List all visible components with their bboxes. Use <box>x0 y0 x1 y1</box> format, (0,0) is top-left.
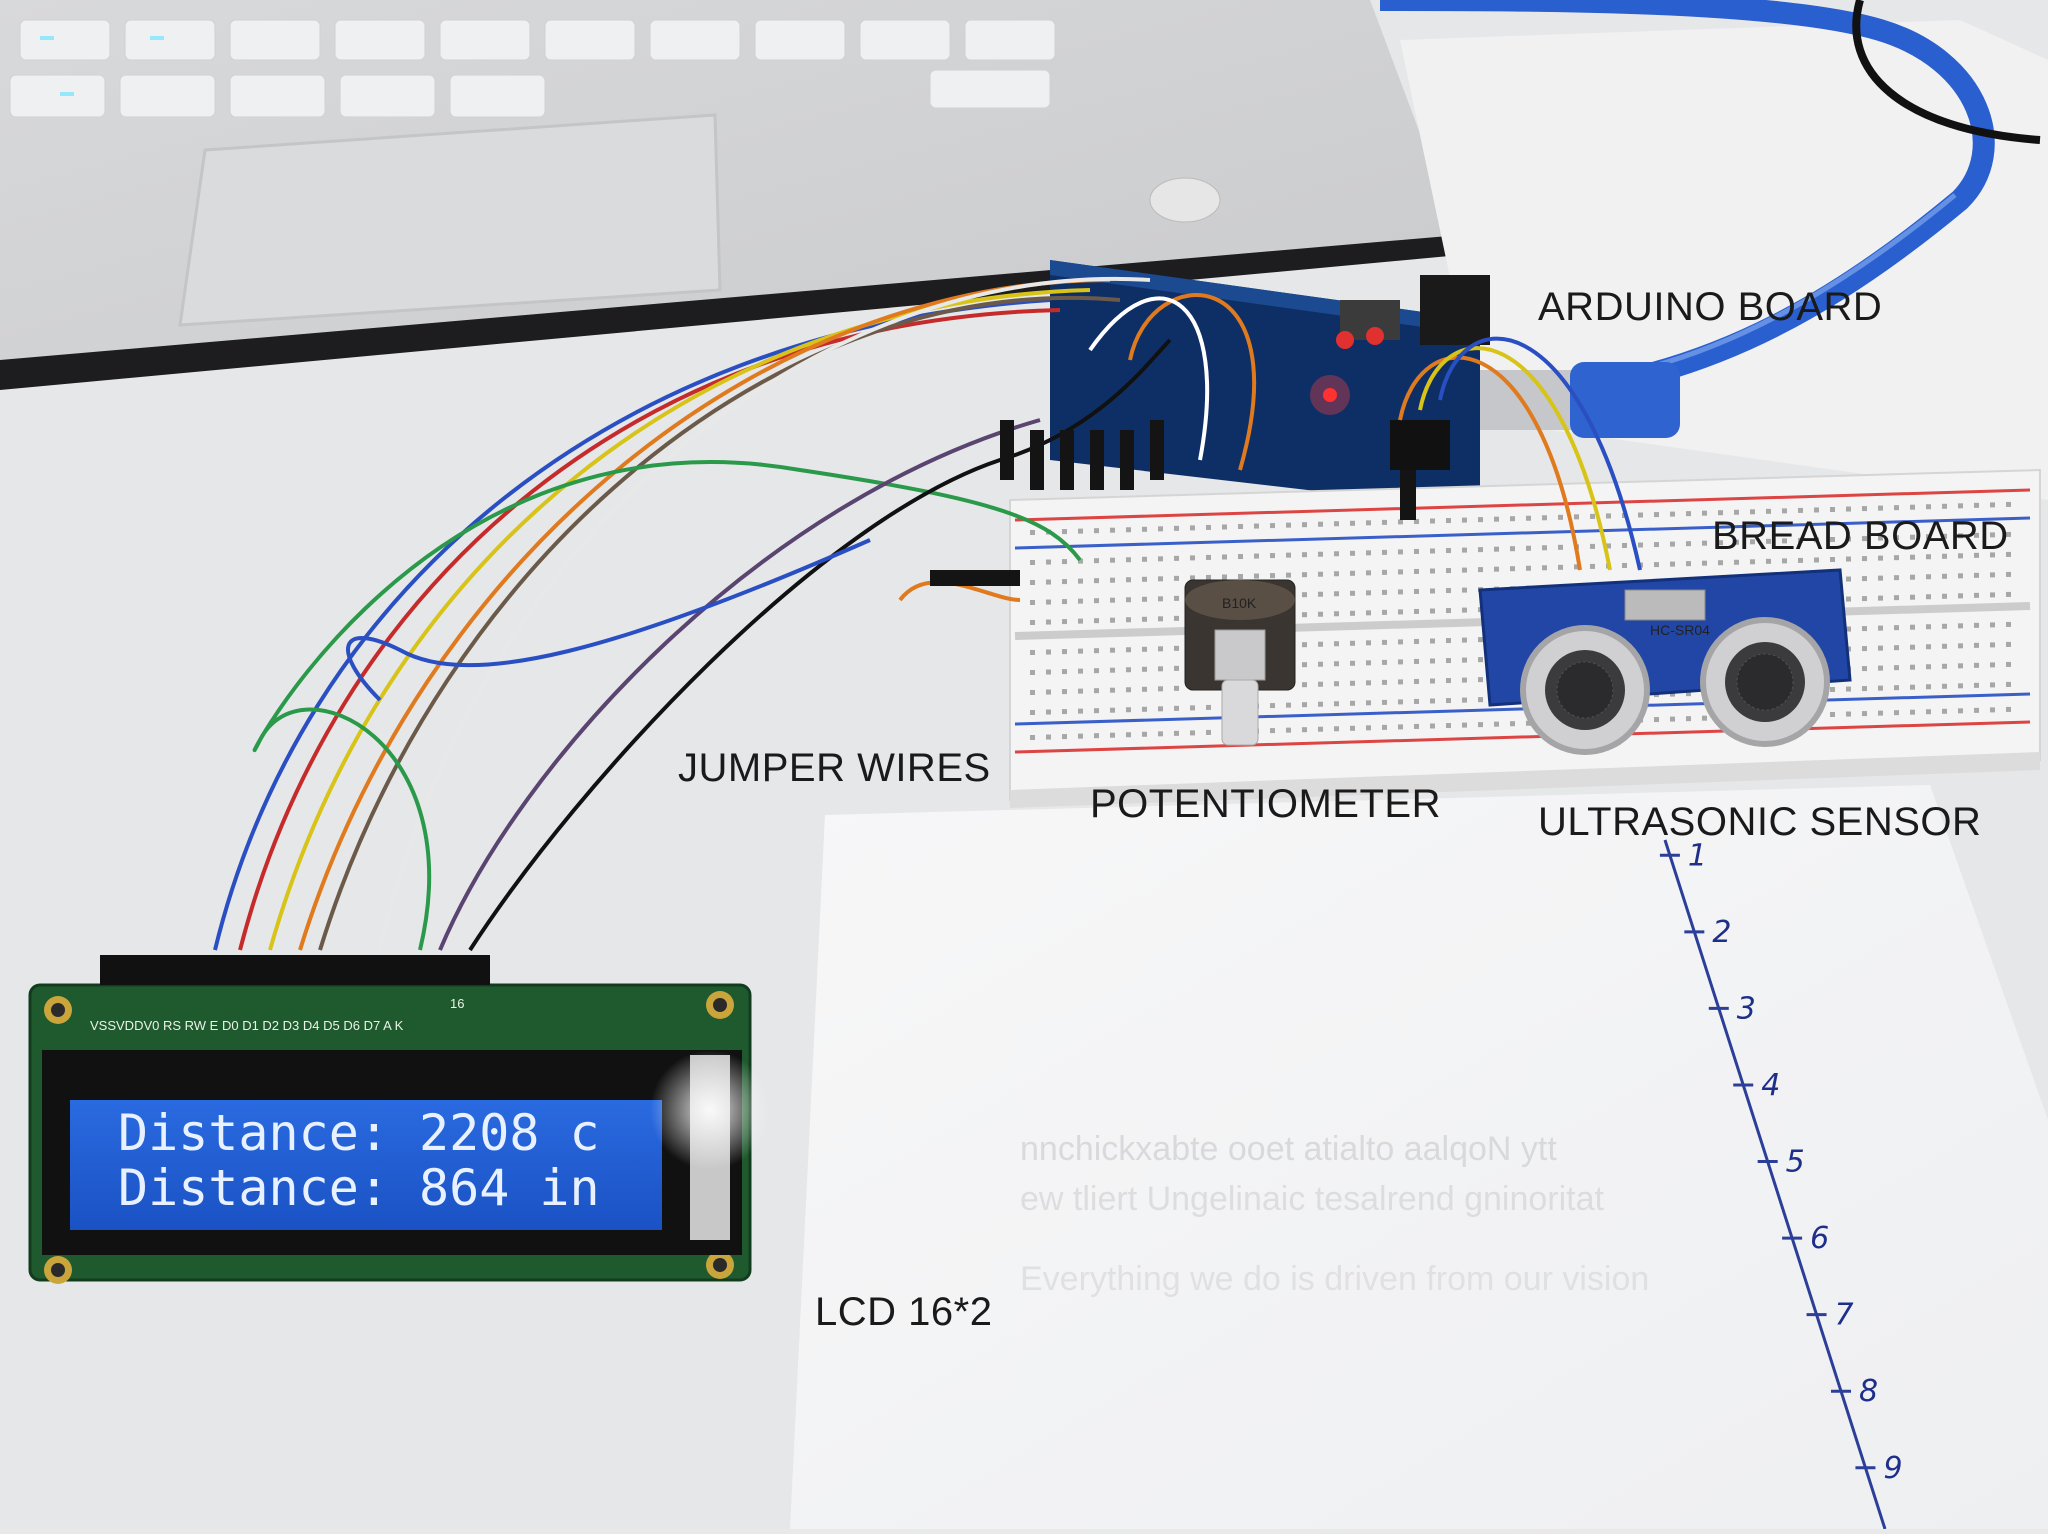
lcd-line-2: Distance: 864 in <box>118 1159 600 1217</box>
ruler-number: 2 <box>1712 915 1731 950</box>
svg-text:Everything we do is driven fro: Everything we do is driven from our visi… <box>1020 1260 1649 1298</box>
label-ultrasonic-sensor: ULTRASONIC SENSOR <box>1538 800 1982 844</box>
lcd-screen <box>70 1100 662 1230</box>
ruler-number: 9 <box>1883 1451 1902 1486</box>
ruler-number: 5 <box>1786 1145 1805 1180</box>
ultrasonic-sensor: HC-SR04 <box>1478 568 1852 755</box>
potentiometer: B10K <box>1184 579 1296 746</box>
label-bread-board: BREAD BOARD <box>1712 514 2009 558</box>
ruler-number: 1 <box>1688 838 1707 873</box>
lcd-pin-labels: VSSVDDV0 RS RW E D0 D1 D2 D3 D4 D5 D6 D7… <box>90 1018 404 1033</box>
label-potentiometer: POTENTIOMETER <box>1090 782 1441 826</box>
label-arduino-board: ARDUINO BOARD <box>1538 285 1883 329</box>
lcd-pin-count: 16 <box>450 996 464 1011</box>
potentiometer-marking: B10K <box>1222 595 1257 611</box>
usb-connector <box>1470 362 1680 438</box>
jumper-plugs <box>930 420 1416 586</box>
ruler-number: 6 <box>1810 1221 1829 1256</box>
label-jumper-wires: JUMPER WIRES <box>678 746 991 790</box>
svg-text:ew tliert Ungelinaic tesalrend: ew tliert Ungelinaic tesalrend gninorita… <box>1020 1180 1605 1218</box>
ruler-line <box>1663 839 1887 1530</box>
svg-text:nnchickxabte ooet atialto aalq: nnchickxabte ooet atialto aalqoN ytt <box>1020 1130 1557 1168</box>
ruler-number: 8 <box>1859 1374 1878 1409</box>
lcd-module: VSSVDDV0 RS RW E D0 D1 D2 D3 D4 D5 D6 D7… <box>28 955 770 1284</box>
paper-sheet: nnchickxabte ooet atialto aalqoN ytt ew … <box>790 785 2048 1530</box>
ruler-number: 3 <box>1737 991 1756 1026</box>
laptop <box>0 0 1460 390</box>
ruler-number: 7 <box>1835 1298 1854 1333</box>
ruler-number: 4 <box>1761 1068 1780 1103</box>
sensor-marking: HC-SR04 <box>1650 622 1710 638</box>
jumper-wires <box>213 276 1642 952</box>
usb-cable <box>1379 0 1995 401</box>
label-lcd: LCD 16*2 <box>815 1290 993 1334</box>
lcd-line-1: Distance: 2208 c <box>118 1104 600 1162</box>
